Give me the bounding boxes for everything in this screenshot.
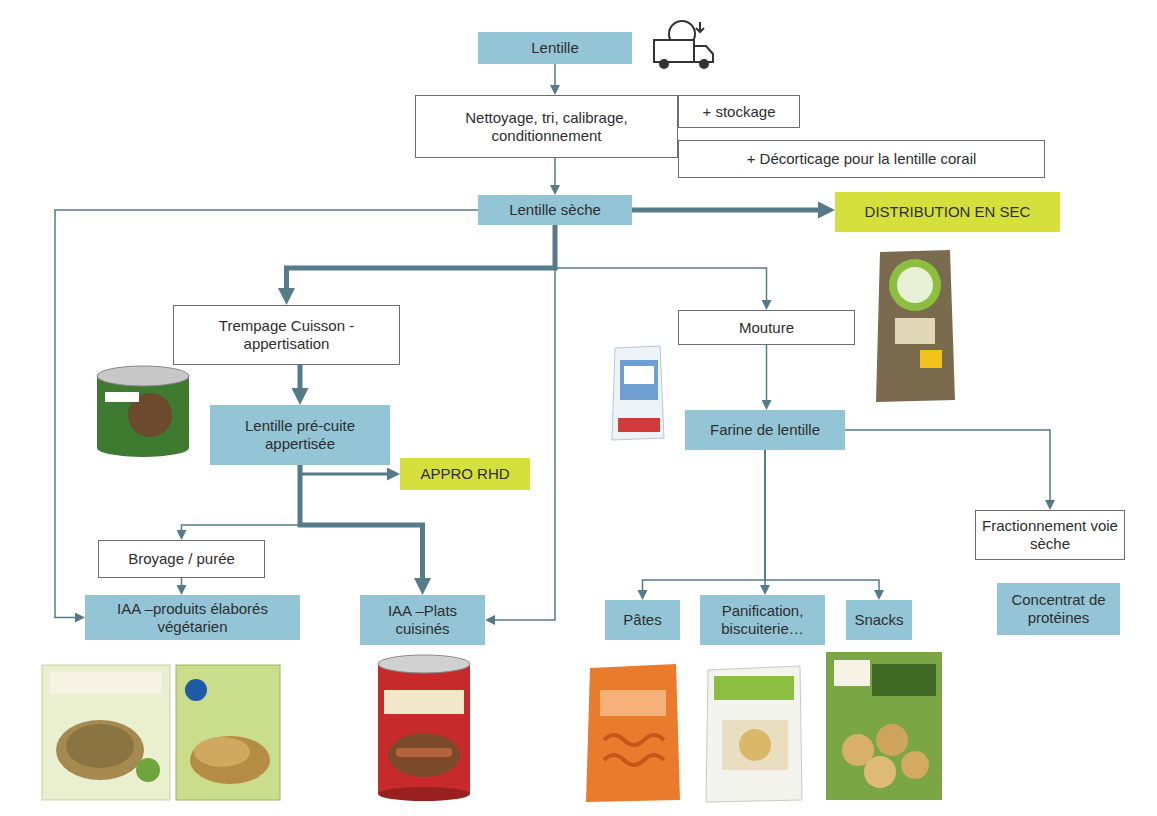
- product-box: Lentille: [478, 32, 632, 64]
- product-box: Panification, biscuiterie…: [700, 595, 825, 645]
- product-box: IAA –Plats cuisinés: [360, 595, 485, 645]
- flour-bag-photo: [612, 346, 664, 440]
- truck-icon: [654, 21, 713, 68]
- node-label: Fractionnement voie sèche: [982, 517, 1118, 553]
- outlet-box: APPRO RHD: [400, 458, 530, 490]
- node-label: Snacks: [854, 611, 903, 629]
- process-box: + Décorticage pour la lentille corail: [678, 140, 1045, 178]
- node-label: Panification, biscuiterie…: [706, 602, 819, 638]
- process-box: Trempage Cuisson - appertisation: [173, 305, 400, 365]
- flow-arrow: [554, 64, 556, 90]
- process-box: Broyage / purée: [98, 540, 265, 578]
- node-label: Pâtes: [623, 611, 661, 629]
- node-label: Nettoyage, tri, calibrage, conditionneme…: [422, 109, 671, 145]
- node-label: Mouture: [739, 319, 794, 337]
- product-box: Lentille pré-cuite appertisée: [210, 405, 390, 465]
- node-label: Trempage Cuisson - appertisation: [180, 317, 393, 353]
- patty-box-photo: [176, 665, 280, 800]
- process-box: + stockage: [678, 95, 800, 128]
- product-box: Snacks: [846, 600, 912, 640]
- flow-arrow: [643, 450, 766, 595]
- node-label: APPRO RHD: [420, 465, 509, 483]
- node-label: Concentrat de protéines: [1003, 591, 1114, 627]
- node-label: Broyage / purée: [128, 550, 235, 568]
- snack-box-photo: [826, 652, 942, 800]
- product-box: Lentille sèche: [478, 195, 632, 225]
- node-label: IAA –produits élaborés végétarien: [91, 600, 294, 636]
- process-box: Nettoyage, tri, calibrage, conditionneme…: [415, 95, 678, 158]
- flow-arrow: [300, 465, 392, 474]
- lentil-bag-photo: [876, 250, 955, 402]
- ready-meal-can-photo: [378, 655, 470, 801]
- flow-arrow: [182, 465, 301, 535]
- bakery-mix-bag-photo: [706, 666, 802, 802]
- node-label: Farine de lentille: [710, 421, 820, 439]
- flow-arrow: [298, 365, 303, 394]
- flow-arrow: [490, 225, 555, 620]
- flow-arrow: [765, 450, 879, 595]
- process-box: Fractionnement voie sèche: [975, 510, 1125, 560]
- node-label: + Décorticage pour la lentille corail: [747, 150, 977, 168]
- product-box: IAA –produits élaborés végétarien: [85, 595, 300, 640]
- flow-arrow: [55, 210, 478, 618]
- flow-arrow: [632, 208, 824, 213]
- node-label: Lentille sèche: [509, 201, 601, 219]
- node-label: Lentille pré-cuite appertisée: [216, 417, 384, 453]
- flow-arrow: [287, 225, 556, 294]
- flow-arrow: [555, 225, 767, 305]
- flow-arrow: [845, 430, 1050, 505]
- node-label: DISTRIBUTION EN SEC: [865, 203, 1031, 221]
- node-label: IAA –Plats cuisinés: [366, 602, 479, 638]
- flow-arrow: [766, 345, 768, 405]
- outlet-box: DISTRIBUTION EN SEC: [835, 192, 1060, 232]
- process-box: Mouture: [678, 310, 855, 345]
- canned-lentils-photo: [97, 366, 189, 457]
- product-box: Farine de lentille: [685, 410, 845, 450]
- node-label: Lentille: [531, 39, 579, 57]
- flow-arrow: [554, 158, 556, 190]
- node-label: + stockage: [703, 103, 776, 121]
- product-box: Concentrat de protéines: [997, 583, 1120, 635]
- flow-arrow: [181, 578, 183, 590]
- patty-box-photo: [42, 665, 170, 800]
- product-box: Pâtes: [605, 600, 680, 640]
- pasta-bag-photo: [586, 664, 680, 802]
